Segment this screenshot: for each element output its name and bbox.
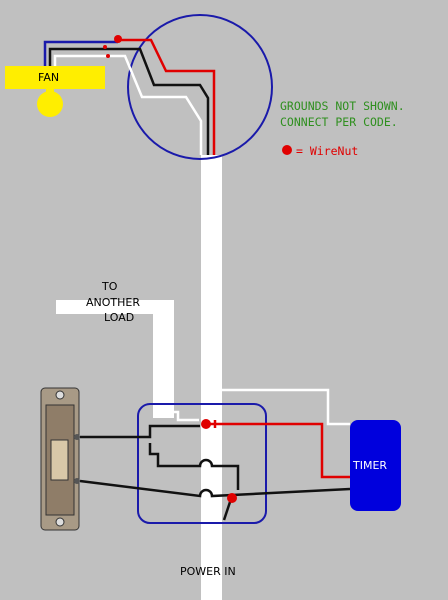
switch-lower-black-wire — [79, 479, 351, 498]
switch-terminal-lower — [74, 478, 80, 484]
grounds-note-line1: GROUNDS NOT SHOWN. — [280, 99, 405, 113]
switch-toggle — [50, 439, 69, 481]
another-load-label-line3: LOAD — [104, 311, 134, 324]
fan-wiring — [43, 38, 216, 155]
load-cable-horizontal — [56, 300, 174, 314]
fan-blue-wire — [43, 40, 118, 72]
fan-label: FAN — [38, 71, 59, 84]
timer-red-wire — [205, 422, 350, 479]
timer-box — [350, 420, 401, 511]
timer-white-wire — [212, 388, 350, 426]
power-in-cable — [201, 155, 222, 600]
ceiling-red-wire — [118, 38, 216, 155]
switch-upper-black-wire — [80, 424, 200, 439]
wirenut-legend-icon — [282, 145, 292, 155]
grounds-note-line2: CONNECT PER CODE. — [280, 115, 398, 129]
load-white-wire — [161, 410, 199, 422]
switch-screw-bottom — [55, 517, 65, 527]
switch-box-wiring — [79, 388, 351, 521]
switch-screw-top — [55, 390, 65, 400]
another-load-label-line1: TO — [101, 280, 118, 293]
ceiling-box — [127, 14, 273, 160]
fan-body — [5, 66, 105, 89]
power-in-label: POWER IN — [180, 565, 236, 578]
wirenut-ceiling-1 — [114, 35, 122, 43]
fan-bulb — [37, 91, 63, 117]
wirenut-switch-1 — [201, 419, 211, 429]
wirenut-ceiling-2 — [103, 45, 107, 49]
switch-middle-black-wire — [148, 443, 240, 490]
wirenut-ceiling-3 — [106, 54, 110, 58]
ceiling-white-wire — [109, 54, 203, 155]
another-load-label-line2: ANOTHER — [86, 296, 140, 309]
timer-icon: TIMER — [350, 420, 401, 511]
wirenut-legend-label: = WireNut — [296, 144, 358, 158]
ceiling-black-wire — [114, 47, 210, 155]
wirenut-switch-2 — [227, 493, 237, 503]
load-cable-vertical — [153, 300, 174, 418]
cables — [56, 155, 222, 600]
toggle-switch-icon — [40, 387, 80, 531]
switch-terminal-upper — [74, 434, 80, 440]
fan-black-wire — [48, 47, 114, 72]
ceiling-fan-icon: FAN — [5, 66, 105, 117]
switch-box — [137, 403, 267, 524]
timer-label: TIMER — [352, 459, 387, 472]
